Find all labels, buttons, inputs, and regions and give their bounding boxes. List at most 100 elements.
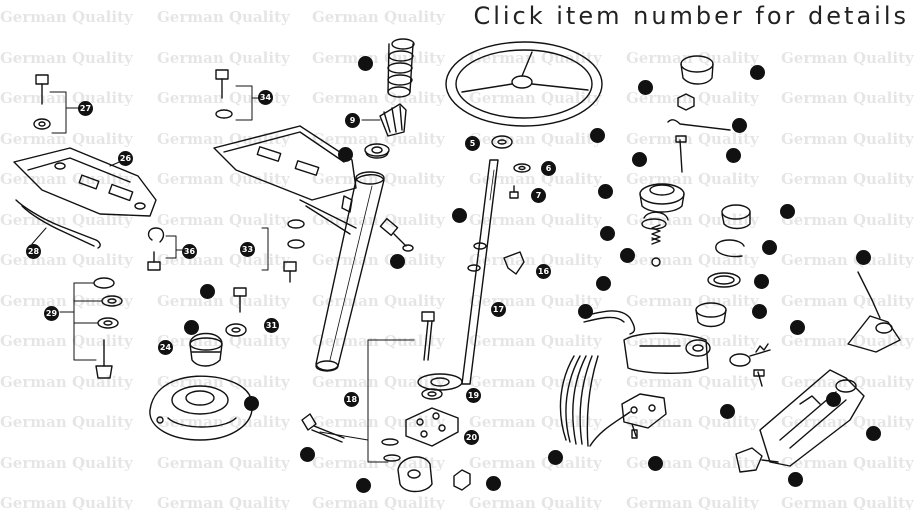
washer-6-part <box>513 163 531 173</box>
lock-assembly-part <box>847 271 901 353</box>
callout-item-dot[interactable] <box>648 456 663 471</box>
watermark-text: German Quality <box>312 170 445 188</box>
callout-item-dot[interactable] <box>866 426 881 441</box>
nut-5-part <box>491 135 513 149</box>
watermark-text: German Quality <box>626 210 759 229</box>
bolt-assembly-29-part <box>59 277 123 379</box>
callout-item-dot[interactable] <box>752 304 767 319</box>
watermark-text: German Quality <box>626 291 759 310</box>
callout-item-dot[interactable] <box>780 204 795 219</box>
callout-item-dot[interactable] <box>486 476 501 491</box>
wiring-harness-part <box>559 355 631 447</box>
spring-small-part <box>651 224 661 267</box>
watermark-text: German Quality <box>626 48 759 67</box>
mount-plate-part <box>213 125 357 235</box>
callout-item-19[interactable]: 19 <box>466 388 481 403</box>
watermark-text: German Quality <box>0 453 133 472</box>
callout-item-26[interactable]: 26 <box>118 151 133 166</box>
watermark-text: German Quality <box>469 494 602 510</box>
callout-item-dot[interactable] <box>620 248 635 263</box>
circlip-part <box>715 239 745 258</box>
callout-item-dot[interactable] <box>548 450 563 465</box>
callout-item-5[interactable]: 5 <box>465 136 480 151</box>
watermark-text: German Quality <box>157 8 290 26</box>
watermark-text: German Quality <box>781 48 914 67</box>
callout-item-dot[interactable] <box>358 56 373 71</box>
screw-7-part <box>509 185 519 199</box>
callout-item-dot[interactable] <box>856 250 871 265</box>
callout-item-18[interactable]: 18 <box>344 392 359 407</box>
watermark-text: German Quality <box>469 413 602 431</box>
callout-item-dot[interactable] <box>638 80 653 95</box>
watermark-text: German Quality <box>312 129 445 148</box>
callout-item-dot[interactable] <box>390 254 405 269</box>
watermark-text: German Quality <box>469 251 602 269</box>
watermark-text: German Quality <box>781 372 914 391</box>
callout-item-dot[interactable] <box>632 152 647 167</box>
watermark-text: German Quality <box>157 291 290 310</box>
bracket-34-part <box>215 69 261 121</box>
callout-item-31[interactable]: 31 <box>264 318 279 333</box>
watermark-text: German Quality <box>469 332 602 350</box>
callout-item-24[interactable]: 24 <box>158 340 173 355</box>
callout-item-dot[interactable] <box>826 392 841 407</box>
callout-item-7[interactable]: 7 <box>531 188 546 203</box>
callout-item-dot[interactable] <box>790 320 805 335</box>
callout-item-36[interactable]: 36 <box>182 244 197 259</box>
callout-item-dot[interactable] <box>600 226 615 241</box>
bracket-plate-26-part <box>13 147 157 217</box>
callout-item-dot[interactable] <box>200 284 215 299</box>
steering-shaft-17-part <box>417 159 499 391</box>
callout-item-29[interactable]: 29 <box>44 306 59 321</box>
callout-item-dot[interactable] <box>750 65 765 80</box>
watermark-text: German Quality <box>469 453 602 472</box>
callout-item-dot[interactable] <box>590 128 605 143</box>
callout-item-dot[interactable] <box>788 472 803 487</box>
callout-item-17[interactable]: 17 <box>491 302 506 317</box>
watermark-text: German Quality <box>626 89 759 107</box>
watermark-text: German Quality <box>0 129 133 148</box>
watermark-text: German Quality <box>781 291 914 310</box>
watermark-text: German Quality <box>312 210 445 229</box>
watermark-text: German Quality <box>781 251 914 269</box>
callout-item-6[interactable]: 6 <box>541 161 556 176</box>
callout-item-28[interactable]: 28 <box>26 244 41 259</box>
callout-item-dot[interactable] <box>754 274 769 289</box>
callout-item-dot[interactable] <box>596 276 611 291</box>
watermark-text: German Quality <box>0 413 133 431</box>
callout-item-dot[interactable] <box>578 304 593 319</box>
watermark-text: German Quality <box>781 89 914 107</box>
callout-item-dot[interactable] <box>762 240 777 255</box>
callout-item-dot[interactable] <box>338 147 353 162</box>
column-switch-assembly-part <box>759 369 865 467</box>
watermark-text: German Quality <box>469 48 602 67</box>
watermark-text: German Quality <box>312 251 445 269</box>
watermark-text: German Quality <box>0 332 133 350</box>
callout-item-33[interactable]: 33 <box>240 242 255 257</box>
flange-20-part <box>405 407 459 447</box>
watermark-text: German Quality <box>781 494 914 510</box>
watermark-text: German Quality <box>157 170 290 188</box>
callout-item-dot[interactable] <box>726 148 741 163</box>
callout-item-dot[interactable] <box>732 118 747 133</box>
callout-item-dot[interactable] <box>452 208 467 223</box>
callout-item-27[interactable]: 27 <box>78 101 93 116</box>
callout-item-dot[interactable] <box>244 396 259 411</box>
callout-item-9[interactable]: 9 <box>345 113 360 128</box>
callout-item-16[interactable]: 16 <box>536 264 551 279</box>
callout-item-dot[interactable] <box>598 184 613 199</box>
callout-item-dot[interactable] <box>300 447 315 462</box>
page-heading: Click item number for details <box>473 2 909 30</box>
watermark-text: German Quality <box>312 494 445 510</box>
watermark-text: German Quality <box>157 494 290 510</box>
callout-item-34[interactable]: 34 <box>258 90 273 105</box>
callout-item-dot[interactable] <box>720 404 735 419</box>
callout-item-dot[interactable] <box>184 320 199 335</box>
column-tube-31-part <box>315 171 385 372</box>
watermark-text: German Quality <box>469 89 602 107</box>
ignition-switch-part <box>621 393 667 439</box>
callout-item-dot[interactable] <box>356 478 371 493</box>
callout-item-20[interactable]: 20 <box>464 430 479 445</box>
watermark-text: German Quality <box>157 210 290 229</box>
